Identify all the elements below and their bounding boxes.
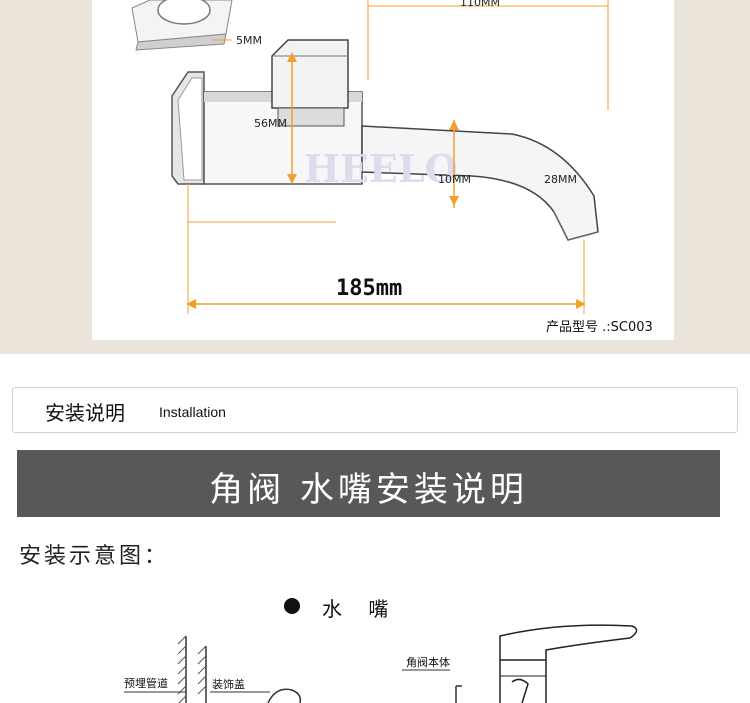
watermark: HEELO <box>304 146 458 191</box>
installation-title-en: Installation <box>159 404 226 420</box>
product-photo-panel: HEELO 110MM 5MM 56MM 10MM 28MM 185mm 产品型… <box>92 0 674 340</box>
bullet-icon <box>284 598 300 614</box>
instruction-banner: 角阀 水嘴安装说明 <box>17 450 720 517</box>
dim-label-110: 110MM <box>460 0 500 9</box>
faucet-section-title: 水 嘴 <box>322 597 399 621</box>
dim-label-56: 56MM <box>254 117 287 130</box>
dim-label-5: 5MM <box>236 34 262 47</box>
label-decor-cover: 装饰盖 <box>212 678 245 691</box>
dim-label-10: 10MM <box>438 173 471 186</box>
faucet-dimension-drawing: HEELO <box>131 0 609 314</box>
label-valve-body: 角阀本体 <box>406 656 450 669</box>
faucet-body <box>171 39 599 241</box>
installation-title-cn: 安装说明 <box>45 401 125 425</box>
label-embedded-pipe: 预埋管道 <box>124 677 168 690</box>
installation-diagram <box>124 624 638 703</box>
banner-title: 角阀 水嘴安装说明 <box>209 470 528 510</box>
flange-thumbnail <box>131 0 233 51</box>
dim-label-185: 185mm <box>336 276 403 301</box>
model-label: 产品型号 .:SC003 <box>546 320 653 335</box>
installation-header: 安装说明 Installation <box>12 387 738 433</box>
diagram-label: 安装示意图： <box>19 544 170 569</box>
dim-label-28: 28MM <box>544 173 577 186</box>
